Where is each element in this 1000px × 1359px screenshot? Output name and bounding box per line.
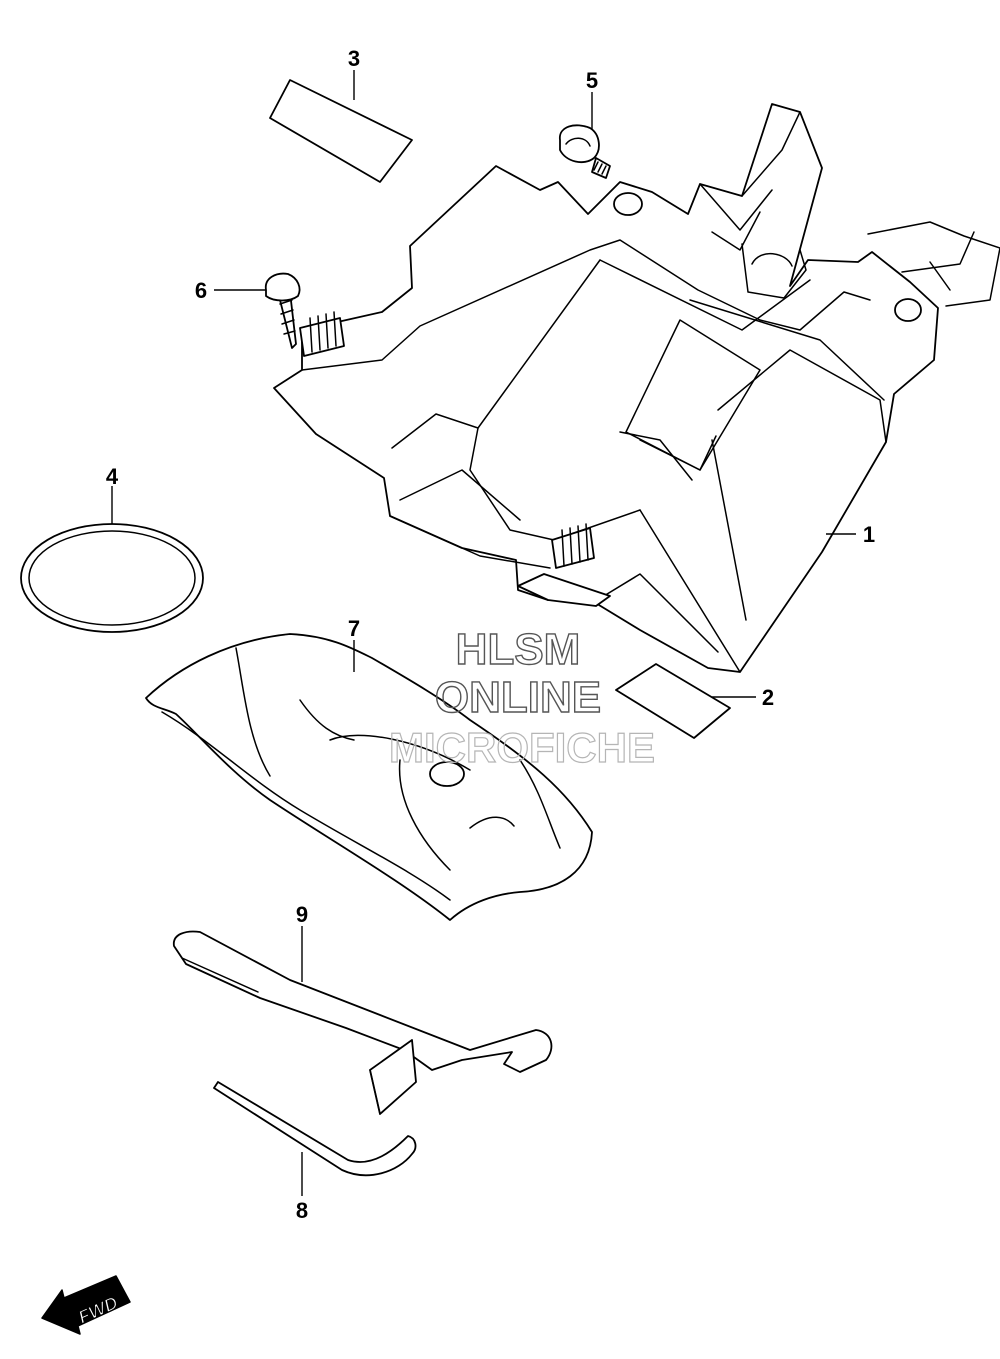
part-5-bolt	[559, 124, 611, 179]
watermark-line-2: ONLINE	[435, 673, 601, 722]
fwd-arrow-icon	[41, 1275, 131, 1335]
watermark: HLSM ONLINE MICROFICHE	[388, 624, 655, 771]
callout-8: 8	[296, 1198, 308, 1223]
part-4-oring	[20, 523, 204, 633]
watermark-line-1: HLSM	[456, 625, 581, 674]
grommet-right	[551, 523, 595, 569]
part-9-wrench	[173, 930, 553, 1115]
callout-1: 1	[863, 522, 875, 547]
part-1-tray	[273, 103, 1000, 673]
part-2-label	[615, 663, 731, 739]
callout-5: 5	[586, 68, 598, 93]
fwd-direction-badge: FWD	[41, 1275, 131, 1335]
callout-7: 7	[348, 616, 360, 641]
callout-9: 9	[296, 902, 308, 927]
part-3-label	[269, 79, 413, 183]
part-7-tool-bag	[145, 633, 593, 921]
grommet-left	[299, 311, 345, 357]
callout-6: 6	[195, 278, 207, 303]
callout-3: 3	[348, 46, 360, 71]
part-8-hex-key	[213, 1081, 417, 1177]
watermark-line-3: MICROFICHE	[389, 724, 655, 771]
part-6-screw	[264, 272, 301, 349]
callout-4: 4	[106, 464, 119, 489]
leader-lines	[111, 70, 856, 1196]
callout-2: 2	[762, 685, 774, 710]
